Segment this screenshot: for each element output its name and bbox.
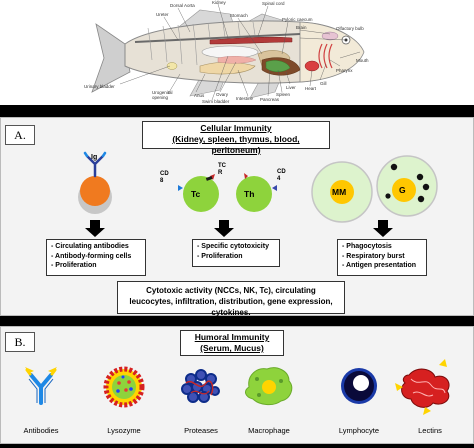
th-cell [236, 173, 277, 212]
label-pharynx: Pharynx [336, 68, 353, 73]
g-label: G [399, 185, 406, 195]
label-gill: Gill [320, 81, 327, 86]
b-cell-function: - Circulating antibodies [51, 243, 129, 250]
fish-anatomy: Dorsal Aorta Kidney Spinal cord Ureter S… [0, 0, 474, 104]
macrophage-cell [311, 161, 373, 223]
tc-label: Tc [191, 189, 201, 199]
th-label: Th [244, 189, 255, 199]
caption-macrophage: Macrophage [248, 426, 290, 435]
humoral-immunity-subtitle: (Serum, Mucus) [200, 343, 264, 353]
b-cell-function: - Antibody-forming cells [51, 252, 132, 260]
t-cell-function: - Proliferation [197, 252, 243, 260]
label-intestine: Intestine [236, 96, 254, 101]
label-spleen: Spleen [276, 92, 291, 97]
caption-lysozyme: Lysozyme [107, 426, 141, 435]
cellular-immunity-subtitle: (Kidney, spleen, thymus, blood, peritone… [172, 134, 300, 155]
label-dorsal-aorta: Dorsal Aorta [170, 3, 195, 8]
label-ovary: Ovary [216, 92, 229, 97]
cd8-label: CD 8 [160, 171, 169, 184]
label-olfactory-bulb: Olfactory bulb [336, 26, 364, 31]
fish-illustration [91, 3, 365, 101]
cellular-immunity-heading: Cellular Immunity [200, 123, 272, 133]
lysozyme-icon [103, 366, 145, 408]
phagocyte-function: - Respiratory burst [342, 252, 405, 260]
humoral-immunity-title: Humoral Immunity (Serum, Mucus) [180, 330, 284, 356]
proteases-icon [181, 369, 220, 403]
humoral-immunity-heading: Humoral Immunity [194, 332, 270, 342]
t-cell-function: - Specific cytotoxicity [197, 243, 269, 250]
mm-label: MM [332, 187, 347, 197]
down-arrows [85, 220, 393, 237]
cd4-label: CD 4 [277, 169, 286, 182]
label-urogenital-opening: Urogenital opening [152, 90, 173, 100]
caption-lymphocyte: Lymphocyte [338, 426, 380, 435]
section-b-label: B. [5, 332, 35, 352]
label-urinary-bladder: Urinary bladder [84, 84, 115, 89]
cellular-immunity-title: Cellular Immunity (Kidney, spleen, thymu… [142, 121, 330, 155]
label-pancreas: Pancreas [260, 97, 280, 102]
label-pyloric-caecum: Pyloric caecum [282, 17, 313, 22]
caption-proteases: Proteases [184, 426, 218, 435]
section-cellular-immunity: A. Cellular Immunity (Kidney, spleen, th… [0, 117, 474, 317]
cells-diagram [78, 151, 438, 237]
divider-bar-bottom [0, 444, 474, 448]
label-brain: Brain [296, 25, 307, 30]
b-cell [78, 151, 112, 214]
label-swim-bladder: Swim bladder [202, 99, 230, 104]
caption-lectins: Lectins [418, 426, 442, 435]
antibody-icon [25, 367, 57, 405]
label-liver: Liver [286, 85, 296, 90]
granulocyte-cell [376, 155, 438, 217]
t-cell-functions-box: - Specific cytotoxicity - Proliferation [192, 239, 280, 267]
phagocyte-function: - Antigen presentation [342, 262, 417, 269]
label-kidney: Kidney [212, 0, 226, 5]
macrophage-icon [245, 367, 293, 406]
label-anus: Anus [194, 93, 205, 98]
tcr-label: TC R [218, 163, 226, 176]
label-stomach: Stomach [230, 13, 248, 18]
label-spinal-cord: Spinal cord [262, 1, 285, 6]
label-heart: Heart [305, 86, 317, 91]
phagocyte-functions-box: - Phagocytosis - Respiratory burst - Ant… [337, 239, 427, 276]
section-a-label: A. [5, 125, 35, 145]
divider-bar-middle [0, 316, 474, 326]
cytotoxic-activity-summary: Cytotoxic activity (NCCs, NK, Tc), circu… [117, 281, 345, 317]
caption-antibodies: Antibodies [23, 426, 59, 435]
b-cell-function: - Proliferation [51, 262, 97, 269]
phagocyte-function: - Phagocytosis [342, 243, 392, 250]
lectins-icon [395, 359, 450, 415]
ig-label: Ig [91, 154, 98, 161]
label-ureter: Ureter [156, 12, 169, 17]
divider-bar-top [0, 105, 474, 117]
lymphocyte-icon [341, 368, 377, 404]
section-humoral-immunity: B. Humoral Immunity (Serum, Mucus) [0, 326, 474, 444]
b-cell-functions-box: - Circulating antibodies - Antibody-form… [46, 239, 146, 276]
tc-cell [178, 174, 219, 212]
humoral-icons [25, 359, 450, 415]
label-mouth: Mouth [356, 58, 369, 63]
